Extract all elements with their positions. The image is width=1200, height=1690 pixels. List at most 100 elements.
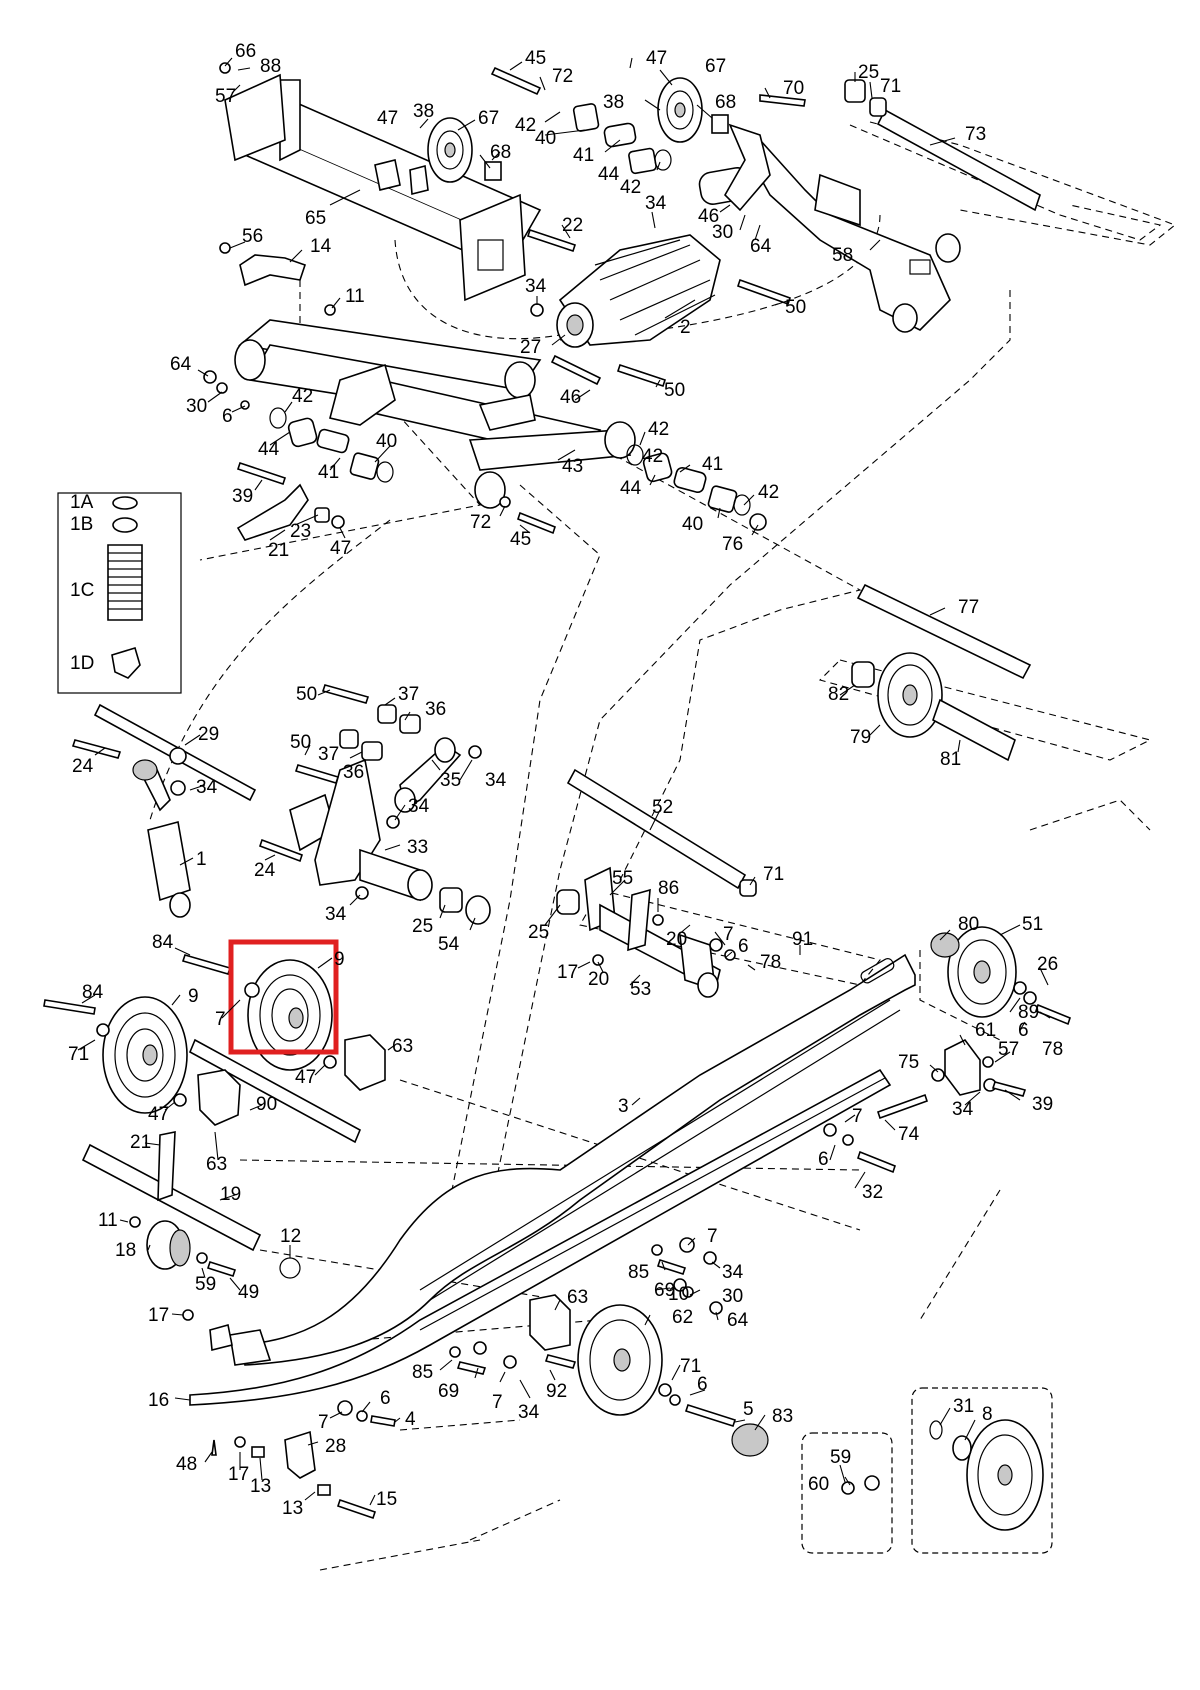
label-22: 22 [562,215,583,236]
label-34: 34 [525,276,547,297]
label-85: 85 [412,1362,433,1383]
label-84: 84 [82,982,104,1003]
label-13: 13 [250,1476,271,1497]
label-53: 53 [630,979,651,1000]
label-21: 21 [130,1132,151,1153]
label-20: 20 [588,969,609,990]
label-21: 21 [268,540,289,561]
label-47: 47 [148,1104,169,1125]
label-1C: 1C [70,580,94,601]
label-47: 47 [646,48,667,69]
part-33-bracket [289,758,491,925]
label-37: 37 [318,744,339,765]
label-69: 69 [654,1280,675,1301]
label-30: 30 [712,222,733,243]
label-63: 63 [392,1036,413,1057]
label-55: 55 [612,868,633,889]
label-88: 88 [260,56,281,77]
label-31: 31 [953,1396,974,1417]
label-86: 86 [658,878,679,899]
part-67-wheel-right [657,77,729,143]
label-19: 19 [220,1184,241,1205]
label-40: 40 [376,431,397,452]
part-79-wheel [851,652,1016,762]
label-59: 59 [195,1274,216,1295]
label-85: 85 [628,1262,649,1283]
label-64: 64 [750,236,772,257]
label-7: 7 [492,1392,503,1413]
label-52: 52 [652,797,673,818]
label-12: 12 [280,1226,301,1247]
label-36: 36 [343,762,364,783]
label-82: 82 [828,684,849,705]
label-57: 57 [215,86,236,107]
label-56: 56 [242,226,263,247]
leader-lines [77,57,1051,1506]
label-34: 34 [325,904,347,925]
bushings-mid-left [269,407,394,483]
label-42: 42 [642,446,663,467]
label-34: 34 [722,1262,744,1283]
label-6: 6 [222,406,233,427]
label-5: 5 [743,1399,754,1420]
label-24: 24 [72,756,94,777]
part-19-shaft-and-21 [81,1131,301,1279]
label-1A: 1A [70,492,94,513]
label-7: 7 [215,1009,226,1030]
part-52-shaft [566,768,757,897]
label-83: 83 [772,1406,793,1427]
label-17: 17 [148,1305,169,1326]
label-1D: 1D [70,653,94,674]
label-68: 68 [715,92,736,113]
label-34: 34 [485,770,507,791]
label-65: 65 [305,208,326,229]
label-38: 38 [413,101,434,122]
label-30: 30 [722,1286,743,1307]
label-58: 58 [832,245,853,266]
label-8: 8 [982,1404,993,1425]
label-71: 71 [680,1356,701,1377]
part-28-bumper-lower [182,1309,377,1520]
bolts-top [219,62,806,388]
label-50: 50 [290,732,311,753]
label-29: 29 [198,724,219,745]
part-9-wheel-highlighted [181,954,333,1071]
label-10: 10 [668,1284,689,1305]
label-32: 32 [862,1182,883,1203]
label-64: 64 [727,1310,749,1331]
part-51-wheel [930,926,1071,1026]
label-18: 18 [115,1240,136,1261]
label-89: 89 [1018,1002,1039,1023]
highlight-box-part-9 [228,939,339,1055]
label-25: 25 [412,916,433,937]
label-7: 7 [707,1226,718,1247]
label-6: 6 [697,1374,708,1395]
label-11: 11 [345,286,365,307]
label-79: 79 [850,727,871,748]
label-43: 43 [562,456,583,477]
label-1B: 1B [70,514,93,535]
bushings-mid-right [626,444,767,531]
label-3: 3 [618,1096,629,1117]
label-7: 7 [852,1106,863,1127]
label-46: 46 [698,206,719,227]
label-14: 14 [310,236,332,257]
label-63: 63 [206,1154,227,1175]
label-63: 63 [567,1287,588,1308]
label-7: 7 [318,1412,329,1433]
label-71: 71 [763,864,784,885]
label-44: 44 [620,478,642,499]
label-69: 69 [438,1381,459,1402]
part-61-block [931,1038,1027,1097]
label-50: 50 [664,380,685,401]
label-28: 28 [325,1436,346,1457]
part-1-shock [132,759,191,918]
part-14-bracket [239,254,307,287]
label-68: 68 [490,142,511,163]
part-43-frame [234,319,636,509]
label-49: 49 [238,1282,259,1303]
label-81: 81 [940,749,961,770]
label-41: 41 [318,462,339,483]
part-number-labels: 66 88 57 45 72 47 67 38 67 70 25 71 47 3… [68,41,1063,1519]
